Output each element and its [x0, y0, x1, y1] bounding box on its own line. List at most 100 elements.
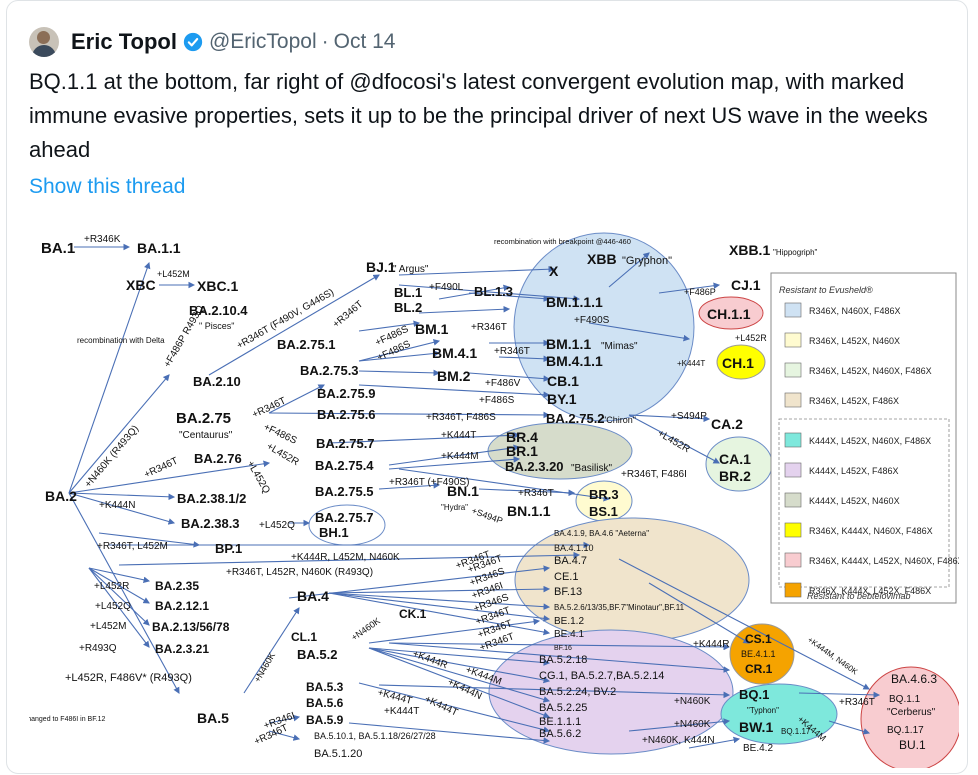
avatar[interactable] — [29, 27, 59, 57]
mutation-m34: +R346T, L452M — [97, 541, 168, 552]
legend-label: K444X, L452X, N460X — [809, 496, 900, 506]
mutation-m37: +L452R — [94, 581, 129, 592]
node-argus: " Argus" — [393, 264, 429, 275]
mutation-m7: +F486P — [684, 287, 716, 297]
legend-swatch — [784, 462, 802, 478]
lineage-arrow — [328, 585, 551, 594]
node-by1: BY.1 — [547, 391, 577, 407]
node-typhon: "Typhon" — [747, 706, 779, 715]
lineage-arrow — [828, 720, 871, 735]
author-name[interactable]: Eric Topol — [71, 29, 177, 54]
node-ba5225: BA.5.2.25 — [539, 702, 587, 714]
mutation-m22: +R346T, F486I — [621, 469, 687, 480]
legend-swatch — [784, 492, 802, 508]
lineage-arrow — [358, 369, 441, 377]
node-ba463: BA.4.6.3 — [891, 672, 937, 686]
node-be42: BE.4.2 — [743, 743, 773, 754]
lineage-arrow — [368, 647, 551, 666]
node-bm411: BM.4.1.1 — [546, 353, 603, 369]
node-bm11: BM.1.1 — [546, 336, 591, 352]
legend-label: R346X, K444X, N460X, F486X — [809, 526, 933, 536]
node-bm1: BM.1 — [415, 321, 449, 337]
note-changed: *changed to F486I in BF.12 — [29, 716, 106, 723]
node-bl2: BL.2 — [394, 300, 422, 315]
lineage-arrow — [88, 567, 150, 604]
node-ba2757b: BA.2.75.7 — [315, 510, 374, 525]
lineage-arrow — [358, 350, 441, 362]
node-xbb: XBB — [587, 251, 617, 267]
show-thread-link[interactable]: Show this thread — [29, 175, 186, 198]
lineage-arrow — [608, 252, 650, 288]
node-ba2320: BA.2.3.20 — [505, 459, 564, 474]
tweet-text: BQ.1.1 at the bottom, far right of @dfoc… — [29, 69, 928, 162]
yellow-ch1-region — [716, 344, 766, 380]
lineage-arrow — [388, 642, 731, 651]
node-cr1: CR.1 — [745, 662, 773, 676]
node-ba5: BA.5 — [197, 710, 229, 726]
lineage-arrow — [618, 558, 870, 690]
node-cj1: CJ.1 — [731, 277, 761, 293]
node-bf13: BF.13 — [554, 586, 582, 598]
legend-label: K444X, L452X, N460X, F486X — [809, 436, 931, 446]
lineage-arrow — [588, 322, 691, 342]
mutation-m28: +L452Q — [244, 459, 272, 496]
mutation-m14: +R346T — [494, 346, 530, 357]
lineage-arrow — [328, 431, 521, 444]
node-br3: BR.3 — [589, 487, 619, 502]
legend-label: R346X, K444X, L452X, F486X — [809, 586, 931, 596]
legend-swatch — [784, 582, 802, 598]
lineage-arrow — [348, 722, 551, 744]
legend-label: R346X, N460X, F486X — [809, 306, 901, 316]
note-recomb_bp: recombination with breakpoint @446-460 — [494, 237, 631, 246]
lineage-arrow — [398, 265, 556, 276]
lineage-arrow — [378, 684, 731, 699]
mutation-m53: +N460K — [674, 696, 711, 707]
node-ch1: CH.1 — [722, 355, 754, 371]
node-ca1: CA.1 — [719, 451, 751, 467]
node-bm111: BM.1.1.1 — [546, 294, 603, 310]
node-xbc: XBC — [126, 277, 156, 293]
lineage-arrow — [358, 682, 551, 733]
node-xbc1: XBC.1 — [197, 278, 238, 294]
mutation-m9: +L452R — [735, 333, 767, 343]
node-bm2: BM.2 — [437, 368, 471, 384]
mutation-m49: +K444T — [423, 694, 460, 719]
mutation-m18: +S494P — [671, 411, 707, 422]
node-ba235: BA.2.35 — [155, 579, 199, 593]
tweet-date[interactable]: Oct 14 — [333, 30, 396, 53]
mutation-m55: +N460K, K444N — [642, 735, 715, 746]
mutation-m1: +R346K — [84, 234, 121, 245]
node-bq11: BQ.1.1 — [889, 694, 921, 705]
lineage-arrow — [98, 532, 201, 548]
mutation-m27: +L452R — [265, 441, 301, 468]
legend-swatch — [784, 332, 802, 348]
mutation-m15: +F486V — [485, 378, 521, 389]
lineage-arrow — [648, 582, 750, 644]
mutation-m39: +L452M — [90, 621, 126, 632]
node-hippogriph: "Hippogriph" — [773, 248, 818, 257]
legend-title: Resistant to Evusheld® — [779, 285, 873, 295]
mutation-m3: +F486P R493Q — [162, 304, 206, 370]
blue-region — [513, 232, 695, 422]
node-centaurus: "Centaurus" — [179, 430, 233, 441]
tweet-header: Eric Topol @EricTopol · Oct 14 — [29, 27, 396, 57]
lineage-arrow — [658, 282, 721, 294]
lineage-arrow — [798, 691, 881, 699]
node-ba5218: BA.5.2.18 — [539, 654, 587, 666]
legend-swatch — [784, 522, 802, 538]
node-cl1: CL.1 — [291, 630, 317, 644]
mutation-m23: +R346T — [251, 396, 288, 421]
node-cs1: CS.1 — [745, 632, 772, 646]
legend-label: R346X, K444X, L452X, N460X, F486X — [809, 556, 959, 566]
node-hydra: "Hydra" — [441, 503, 468, 512]
node-be411: BE.4.1.1 — [741, 649, 776, 659]
mutation-m58: +K444R — [693, 639, 729, 650]
node-bn11: BN.1.1 — [507, 503, 551, 519]
node-ba2: BA.2 — [45, 488, 77, 504]
lineage-arrow — [378, 482, 441, 490]
mutation-m50: +K444T — [384, 706, 419, 717]
node-ba2121: BA.2.12.1 — [155, 599, 209, 613]
lineage-arrow — [88, 567, 150, 648]
author-handle[interactable]: @EricTopol — [208, 30, 317, 53]
